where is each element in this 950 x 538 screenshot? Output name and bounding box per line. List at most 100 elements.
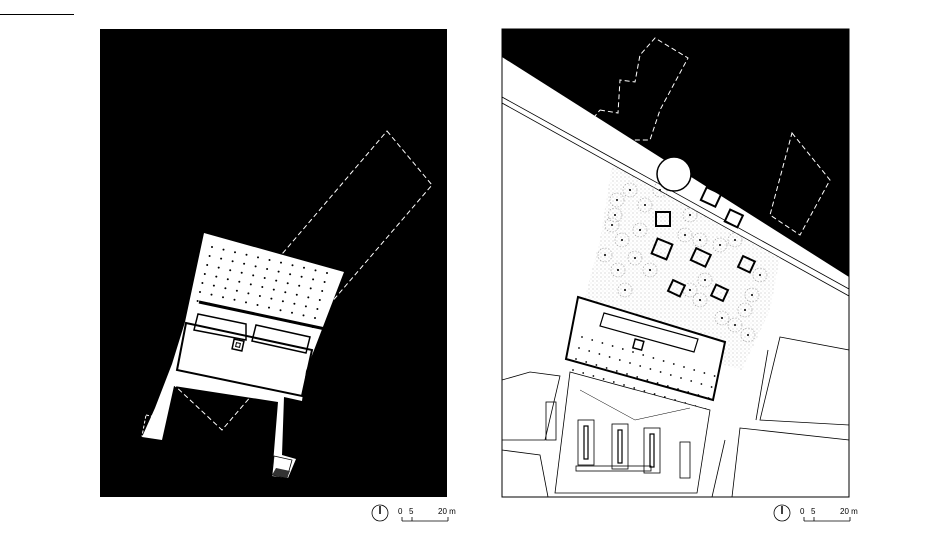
- column-dot: [238, 280, 241, 283]
- column-dot: [693, 369, 696, 371]
- column-dot: [240, 271, 243, 274]
- column-dot: [321, 290, 324, 292]
- column-dot: [680, 377, 682, 379]
- column-dot: [270, 297, 273, 300]
- column-dot: [690, 380, 693, 382]
- tree-canopy: [714, 310, 730, 326]
- column-dot: [291, 264, 294, 267]
- pool: [643, 427, 661, 474]
- column-dot: [649, 269, 651, 271]
- column-dot: [222, 248, 225, 251]
- column-dot: [272, 288, 275, 291]
- column-dot: [689, 214, 691, 216]
- column-dot: [602, 378, 605, 380]
- column-dot: [633, 387, 636, 389]
- column-dot: [734, 324, 736, 326]
- scale-tick-label: 5: [409, 507, 414, 516]
- leg-end-dashed: [141, 414, 161, 439]
- tree-canopy: [607, 207, 623, 223]
- neighbour-building: [759, 336, 850, 426]
- pool-inner: [583, 425, 589, 460]
- tree-canopy: [737, 302, 753, 318]
- column-dot: [595, 364, 598, 366]
- column-dot: [605, 367, 608, 369]
- column-dot: [582, 372, 585, 374]
- column-dot: [591, 339, 594, 341]
- column-dot: [256, 304, 259, 306]
- neighbour-edge: [711, 439, 726, 498]
- column-dot: [617, 269, 619, 271]
- column-dot: [611, 345, 614, 347]
- column-dot: [621, 348, 624, 350]
- column-dot: [307, 296, 310, 299]
- column-dot: [652, 357, 655, 359]
- column-dot: [234, 251, 236, 254]
- column-dot: [212, 284, 215, 287]
- column-dot: [261, 286, 264, 288]
- column-dot: [245, 253, 248, 256]
- tree-canopy: [697, 272, 713, 288]
- pavilion: [689, 246, 713, 269]
- column-dot: [323, 281, 326, 283]
- column-dot: [704, 279, 706, 281]
- column-dot: [672, 363, 675, 365]
- column-dot: [211, 246, 213, 248]
- column-dot: [598, 353, 601, 355]
- tree-canopy: [740, 327, 756, 343]
- annex-outline: [251, 324, 311, 354]
- column-dot: [649, 368, 652, 370]
- column-dot: [626, 373, 628, 375]
- column-dot: [734, 239, 736, 241]
- scale-tick-label: 5: [811, 507, 816, 516]
- column-dot: [279, 309, 282, 312]
- column-dot: [314, 317, 316, 319]
- bench: [545, 401, 557, 441]
- column-dot: [215, 275, 218, 278]
- column-dot: [229, 269, 232, 272]
- column-dot: [719, 244, 721, 246]
- column-dot: [300, 275, 303, 278]
- column-dot: [203, 273, 206, 275]
- tree-canopy: [632, 222, 648, 238]
- column-dot: [624, 289, 626, 291]
- pavilion: [655, 211, 671, 227]
- column-dot: [312, 278, 315, 281]
- path-line: [634, 407, 691, 421]
- pool: [611, 423, 629, 470]
- column-dot: [581, 336, 583, 338]
- column-dot: [759, 274, 761, 276]
- column-dot: [243, 262, 246, 265]
- tree-canopy: [677, 227, 693, 243]
- path-line: [579, 389, 636, 421]
- column-dot: [611, 224, 613, 226]
- column-dot: [703, 372, 706, 374]
- tree-canopy: [752, 267, 768, 283]
- column-dot: [316, 308, 319, 310]
- column-dot: [666, 385, 669, 387]
- pavilion: [650, 237, 674, 261]
- column-dot: [588, 350, 591, 352]
- column-dot: [281, 300, 284, 303]
- plan-right: [501, 28, 850, 498]
- scale-tick-label: 20 m: [438, 507, 456, 516]
- column-dot: [226, 278, 229, 281]
- column-dot: [304, 305, 307, 308]
- column-dot: [295, 293, 298, 296]
- neighbour-building: [501, 371, 561, 441]
- main-building: [564, 295, 727, 402]
- pavilion: [709, 283, 730, 303]
- column-dot: [220, 257, 223, 260]
- column-dot: [616, 199, 618, 201]
- hall-outline: [175, 321, 314, 398]
- tree-canopy: [610, 262, 626, 278]
- tree-canopy: [682, 207, 698, 223]
- leg-end-fill: [272, 468, 290, 478]
- stair-core: [231, 338, 245, 352]
- tree-canopy: [617, 282, 633, 298]
- column-dot: [687, 391, 690, 393]
- column-dot: [615, 370, 618, 372]
- column-dot: [249, 283, 252, 286]
- column-dot: [235, 289, 238, 292]
- column-dot: [199, 291, 201, 293]
